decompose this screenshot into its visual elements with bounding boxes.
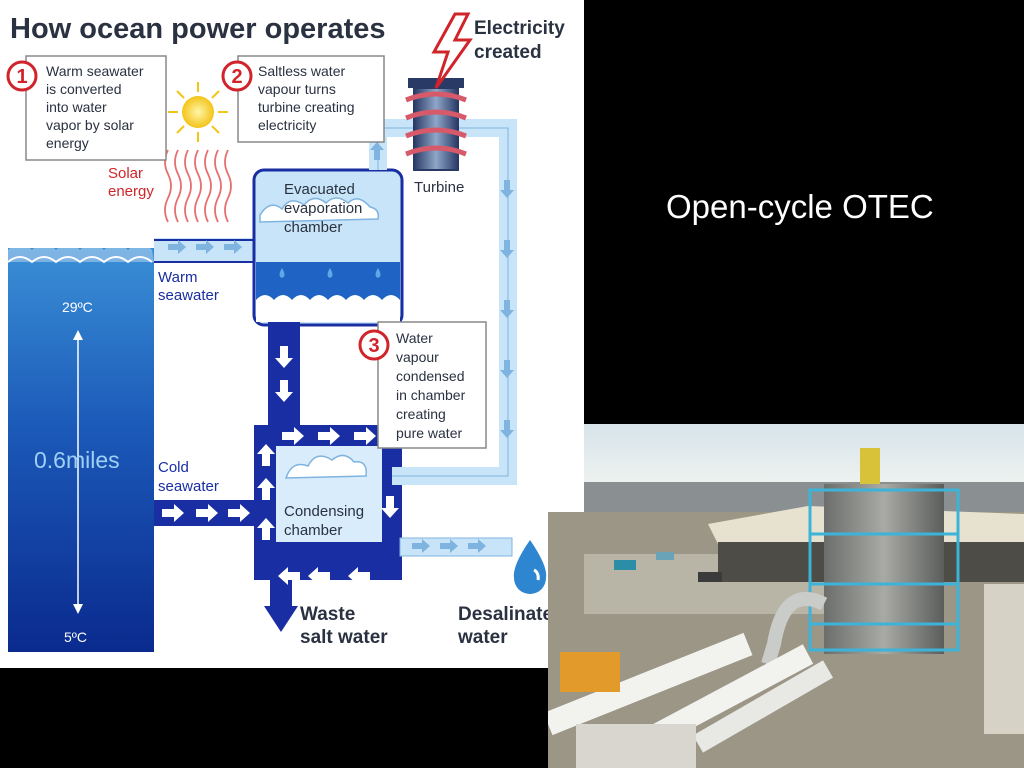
step1-line1: Warm seawater	[46, 63, 144, 79]
car	[656, 552, 674, 560]
water-drop-icon	[513, 540, 547, 594]
downflow-pipe	[268, 322, 300, 432]
white-pipe-3	[693, 660, 833, 753]
step3-line6: pure water	[396, 425, 462, 441]
arrow-icon	[348, 567, 370, 585]
step2-box	[237, 55, 385, 143]
step3-line3: condensed	[396, 368, 465, 384]
arrow-icon	[275, 346, 293, 368]
temp-top: 29ºC	[62, 299, 93, 315]
solar-rays	[164, 149, 232, 223]
condensing-clouds	[284, 454, 367, 479]
droplets	[279, 268, 381, 278]
pipe-large	[761, 592, 828, 667]
waste-label-line1: Waste	[300, 604, 355, 625]
step1-line5: energy	[46, 135, 89, 151]
step3-line1: Water	[396, 330, 433, 346]
ocean	[8, 248, 154, 652]
white-pipe-1	[548, 632, 753, 736]
solar-label-line1: Solar	[108, 165, 143, 182]
orange-bin	[560, 652, 620, 692]
step1-number: 1	[16, 66, 27, 88]
otec-diagram: 1 2 3 How ocean power operates Electrici…	[0, 0, 584, 668]
step2-badge	[221, 60, 253, 92]
depth-arrow-up	[73, 330, 83, 340]
step3-line4: in chamber	[396, 387, 466, 403]
water-drop-shine	[533, 568, 540, 581]
step2-line4: electricity	[258, 117, 316, 133]
tank-top	[860, 448, 880, 484]
step1-badge	[6, 60, 38, 92]
arrow-icon	[228, 504, 250, 522]
step3-badge	[358, 329, 390, 361]
waste-label-line2: salt water	[300, 627, 388, 648]
depth-label: 0.6miles	[34, 447, 120, 473]
desalinated-label-line1: Desalinated	[458, 604, 565, 625]
step1-line2: is converted	[46, 81, 121, 97]
otec-plant-photo	[548, 424, 1024, 768]
waste-pipe	[270, 578, 292, 608]
turbine-icon	[405, 78, 467, 171]
evaporation-foam	[256, 295, 400, 322]
arrow-icon	[257, 444, 275, 466]
car	[614, 560, 636, 570]
step1-box	[25, 55, 167, 161]
step1-line4: vapor by solar	[46, 117, 134, 133]
step2-line3: turbine creating	[258, 99, 355, 115]
white-pipe-2	[652, 644, 814, 744]
step1-line3: into water	[46, 99, 107, 115]
step2-number: 2	[231, 66, 242, 88]
step2-line2: vapour turns	[258, 81, 336, 97]
arrow-icon	[196, 504, 218, 522]
solar-label-line2: energy	[108, 183, 154, 200]
depth-arrow-down	[73, 604, 83, 614]
blue-frame	[808, 488, 960, 652]
arrow-icon	[162, 504, 184, 522]
condensing-label-line2: chamber	[284, 522, 342, 539]
electricity-label-line2: created	[474, 42, 542, 63]
arrow-icon	[381, 496, 399, 518]
ocean-wave-line	[7, 256, 153, 264]
evap-label-line1: Evacuated	[284, 181, 355, 198]
arrow-icon	[354, 427, 376, 445]
arrow-icon	[308, 567, 330, 585]
desalinated-label-line2: water	[457, 627, 508, 648]
cold-label-line1: Cold	[158, 459, 189, 476]
slide-title: Open-cycle OTEC	[666, 188, 934, 225]
arrow-icon	[282, 427, 304, 445]
condensing-label-line1: Condensing	[284, 503, 364, 520]
arrow-icon	[275, 380, 293, 402]
step3-box	[377, 321, 487, 449]
arrow-icon	[318, 427, 340, 445]
car	[698, 572, 722, 582]
arrow-icon	[257, 478, 275, 500]
sky	[584, 424, 1024, 484]
evap-label-line3: chamber	[284, 219, 342, 236]
step3-line5: creating	[396, 406, 446, 422]
lightning-icon	[431, 12, 473, 89]
right-shed	[984, 584, 1024, 734]
foreground-slab	[576, 724, 696, 768]
electricity-label-line1: Electricity	[474, 18, 565, 39]
temp-bottom: 5ºC	[64, 629, 87, 645]
sun-icon	[168, 82, 228, 142]
flow-arrows	[162, 346, 399, 585]
tank	[824, 484, 944, 654]
arrow-icon	[257, 518, 275, 540]
step3-line2: vapour	[396, 349, 439, 365]
evap-label-line2: evaporation	[284, 200, 362, 217]
arrow-icon	[278, 567, 300, 585]
turbine-label: Turbine	[414, 179, 464, 196]
step2-line1: Saltless water	[258, 63, 345, 79]
cold-label-line2: seawater	[158, 478, 219, 495]
warm-label-line1: Warm	[158, 269, 197, 286]
step3-number: 3	[368, 335, 379, 357]
waste-arrow	[264, 606, 298, 632]
pale-flow-arrows	[168, 142, 514, 553]
warm-label-line2: seawater	[158, 287, 219, 304]
diagram-heading: How ocean power operates	[10, 13, 386, 45]
evaporation-clouds	[259, 197, 380, 223]
